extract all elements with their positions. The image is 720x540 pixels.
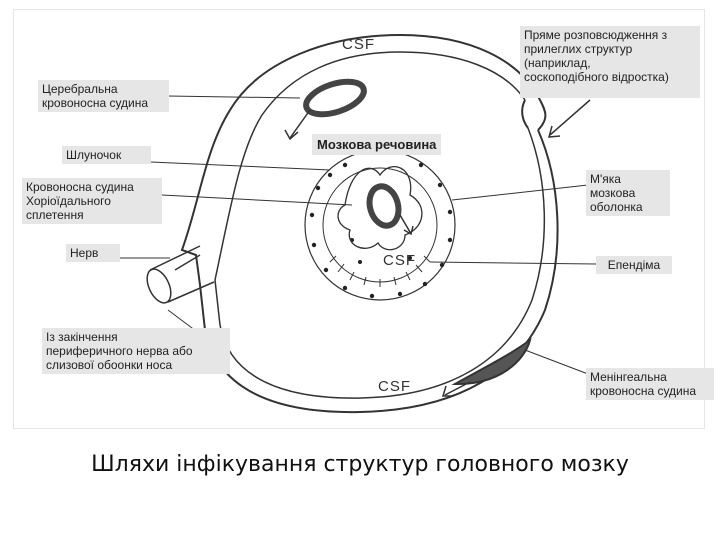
outer-membrane — [180, 33, 559, 414]
label-glomerulus: Шлуночок — [62, 146, 151, 164]
cortex-dots — [309, 162, 453, 299]
nerve-tube — [149, 245, 215, 303]
nerve-end — [146, 268, 172, 304]
label-direct-spread: Пряме розповсюдження з прилеглих структу… — [520, 26, 700, 98]
ependyma-ring — [329, 255, 431, 287]
label-ependyma: Епендіма — [596, 256, 672, 274]
slide-caption: Шляхи інфікування структур головного моз… — [91, 452, 629, 477]
label-brain-matter: Мозкова речовина — [312, 134, 442, 155]
label-cerebral-vessel: Церебральна кровоносна судина — [38, 80, 169, 112]
cerebral-vessel-shape — [303, 78, 367, 118]
choroid-vessel-shape — [366, 183, 402, 229]
label-nerve-ending: Із закінчення периферичного нерва або сл… — [42, 328, 230, 374]
csf-label-bottom: CSF — [378, 378, 411, 395]
leader-lines — [120, 95, 597, 375]
csf-label-ventricle: CSF — [383, 252, 416, 269]
label-choroid-plexus-vessel: Кровоносна судина Хоріоїдального сплетен… — [22, 178, 162, 224]
mastoid-notch — [521, 99, 547, 131]
csf-label-top: CSF — [342, 36, 375, 53]
meningeal-vessel-shape — [451, 337, 532, 386]
infection-arrows — [174, 99, 591, 397]
label-pia-mater: М'яка мозкова оболонка — [586, 170, 670, 216]
label-meningeal-vessel: Менінгеальна кровоносна судина — [586, 368, 714, 400]
inner-membrane — [214, 51, 546, 399]
choroid-plexus — [337, 165, 423, 251]
label-nerve: Нерв — [66, 244, 120, 262]
